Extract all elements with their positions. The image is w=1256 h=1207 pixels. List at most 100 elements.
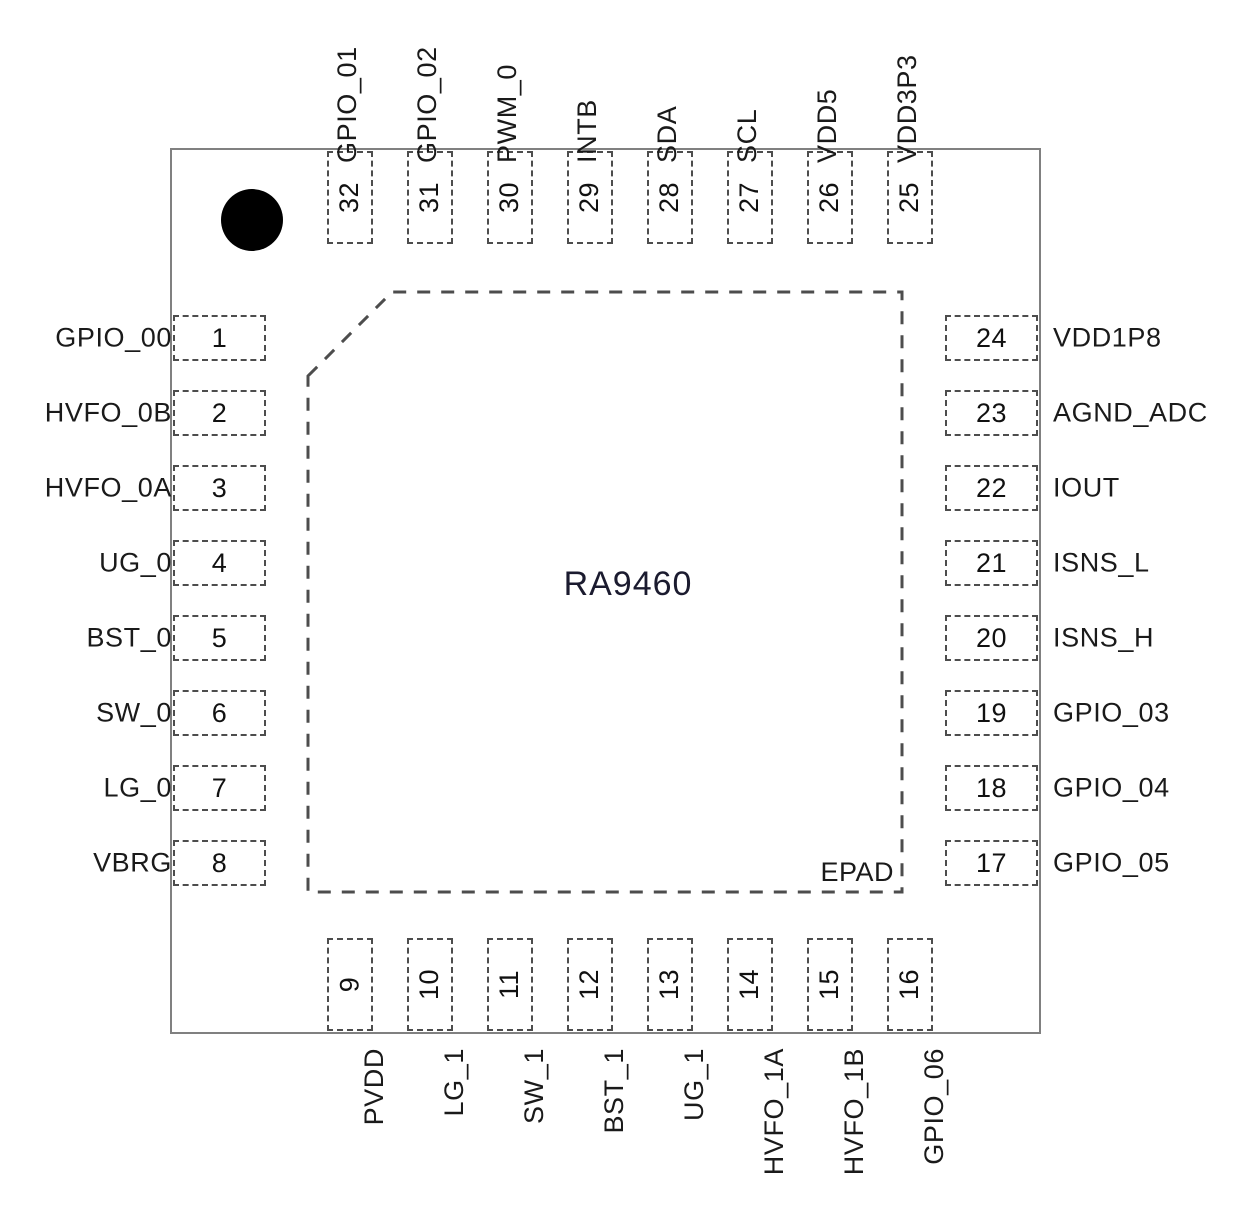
pin-label-agnd_adc: AGND_ADC [1053, 397, 1208, 428]
pin-label-ug_1: UG_1 [679, 1048, 709, 1121]
pin-pad-1: 1 [173, 315, 266, 361]
pin-label-lg_1: LG_1 [439, 1048, 469, 1117]
pin-pad-6: 6 [173, 690, 266, 736]
pin-number-15: 15 [814, 968, 845, 1001]
pin-number-25: 25 [894, 181, 925, 214]
pin-number-6: 6 [211, 697, 228, 728]
pin-number-17: 17 [975, 847, 1008, 878]
pin-pad-2: 2 [173, 390, 266, 436]
pin-number-16: 16 [894, 968, 925, 1001]
pin-pad-4: 4 [173, 540, 266, 586]
pin-pad-30: 30 [487, 151, 533, 244]
pin-number-13: 13 [654, 968, 685, 1001]
pin-label-hvfo_0b: HVFO_0B [44, 397, 172, 428]
pin-pad-9: 9 [327, 938, 373, 1031]
pin-pad-7: 7 [173, 765, 266, 811]
pin-number-23: 23 [975, 397, 1008, 428]
pin-number-30: 30 [494, 181, 525, 214]
pin-number-11: 11 [494, 969, 525, 1000]
pin-number-20: 20 [975, 622, 1008, 653]
pin-number-9: 9 [334, 976, 365, 993]
pin-pad-17: 17 [945, 840, 1038, 886]
pin-label-intb: INTB [572, 99, 602, 163]
pin-label-bst_1: BST_1 [599, 1048, 629, 1134]
pin-pad-14: 14 [727, 938, 773, 1031]
pin-label-gpio_03: GPIO_03 [1053, 697, 1170, 728]
pin-pad-16: 16 [887, 938, 933, 1031]
pin-label-hvfo_1b: HVFO_1B [839, 1048, 869, 1176]
pin1-marker-dot [221, 189, 283, 251]
pin-number-27: 27 [734, 181, 765, 214]
pin-pad-3: 3 [173, 465, 266, 511]
pin-label-ug_0: UG_0 [99, 547, 172, 578]
pin-pad-12: 12 [567, 938, 613, 1031]
pin-pad-26: 26 [807, 151, 853, 244]
pin-pad-23: 23 [945, 390, 1038, 436]
pin-number-7: 7 [211, 772, 228, 803]
pin-number-19: 19 [975, 697, 1008, 728]
pin-pad-10: 10 [407, 938, 453, 1031]
pin-pad-19: 19 [945, 690, 1038, 736]
pin-label-hvfo_1a: HVFO_1A [759, 1048, 789, 1176]
pin-pad-8: 8 [173, 840, 266, 886]
pin-label-vbrg: VBRG [93, 847, 172, 878]
pin-pad-31: 31 [407, 151, 453, 244]
pin-number-14: 14 [734, 968, 765, 1001]
package-outline [170, 148, 1041, 1034]
pin-label-isns_l: ISNS_L [1053, 547, 1150, 578]
pin-pad-29: 29 [567, 151, 613, 244]
pin-number-1: 1 [211, 322, 228, 353]
pin-number-29: 29 [574, 181, 605, 214]
pin-label-gpio_05: GPIO_05 [1053, 847, 1170, 878]
pin-pad-15: 15 [807, 938, 853, 1031]
pin-pad-20: 20 [945, 615, 1038, 661]
pin-number-31: 31 [414, 181, 445, 214]
pin-pad-25: 25 [887, 151, 933, 244]
pin-number-22: 22 [975, 472, 1008, 503]
pin-number-26: 26 [814, 181, 845, 214]
pin-number-10: 10 [414, 968, 445, 1001]
pin-number-32: 32 [334, 181, 365, 214]
pin-label-vdd5: VDD5 [812, 88, 842, 163]
pin-label-gpio_06: GPIO_06 [919, 1048, 949, 1165]
pin-label-gpio_02: GPIO_02 [412, 46, 442, 163]
pin-number-21: 21 [975, 547, 1008, 578]
exposed-pad-boundary: EPAD [306, 290, 904, 894]
pin-number-5: 5 [211, 622, 228, 653]
epad-label: EPAD [820, 857, 894, 887]
pin-pad-24: 24 [945, 315, 1038, 361]
pin-pad-32: 32 [327, 151, 373, 244]
pin-label-vdd1p8: VDD1P8 [1053, 322, 1162, 353]
pin-number-12: 12 [574, 968, 605, 1001]
pin-pad-18: 18 [945, 765, 1038, 811]
pin-pad-5: 5 [173, 615, 266, 661]
pin-number-28: 28 [654, 181, 685, 214]
pin-label-sw_1: SW_1 [519, 1048, 549, 1124]
pin-number-18: 18 [975, 772, 1008, 803]
pin-label-sda: SDA [652, 105, 682, 163]
pin-number-2: 2 [211, 397, 228, 428]
pin-pad-28: 28 [647, 151, 693, 244]
pin-label-gpio_04: GPIO_04 [1053, 772, 1170, 803]
pin-label-bst_0: BST_0 [86, 622, 172, 653]
pin-label-hvfo_0a: HVFO_0A [44, 472, 172, 503]
pin-pad-22: 22 [945, 465, 1038, 511]
pin-number-8: 8 [211, 847, 228, 878]
pin-pad-11: 11 [487, 938, 533, 1031]
pin-label-lg_0: LG_0 [103, 772, 172, 803]
pin-pad-27: 27 [727, 151, 773, 244]
pin-label-pvdd: PVDD [359, 1048, 389, 1126]
pin-label-gpio_00: GPIO_00 [55, 322, 172, 353]
pin-label-sw_0: SW_0 [96, 697, 172, 728]
part-number-label: RA9460 [563, 565, 693, 603]
pin-number-3: 3 [211, 472, 228, 503]
pin-pad-21: 21 [945, 540, 1038, 586]
pin-label-scl: SCL [732, 108, 762, 163]
pin-label-gpio_01: GPIO_01 [332, 46, 362, 163]
pin-label-iout: IOUT [1053, 472, 1120, 503]
pin-number-4: 4 [211, 547, 228, 578]
pin-label-pwm_0: PWM_0 [492, 63, 522, 163]
pin-pad-13: 13 [647, 938, 693, 1031]
pin-label-vdd3p3: VDD3P3 [892, 54, 922, 163]
